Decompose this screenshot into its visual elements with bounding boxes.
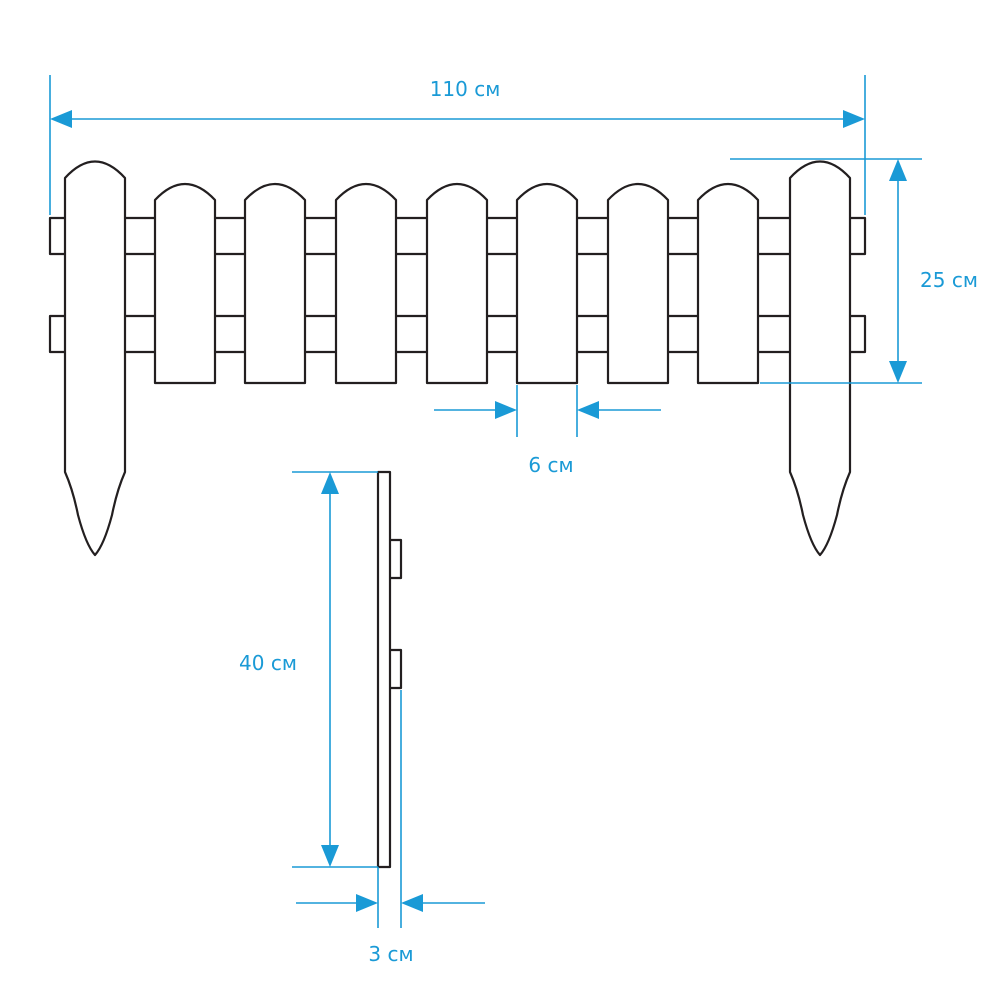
fence-side-view [376, 470, 403, 869]
picket [515, 183, 579, 385]
arrow-right-icon [356, 894, 378, 912]
picket [153, 183, 217, 385]
picket [696, 183, 760, 385]
picket-width-label: 6 см [528, 453, 573, 477]
arrow-up-icon [321, 472, 339, 494]
total-width-label: 110 см [430, 77, 501, 101]
dimension-overall-height: 40 см [239, 471, 378, 868]
arrow-down-icon [321, 845, 339, 867]
arrow-left-icon [401, 894, 423, 912]
dimension-total-width: 110 см [49, 75, 866, 215]
picket [243, 183, 307, 385]
picket [606, 183, 670, 385]
arrow-left-icon [577, 401, 599, 419]
picket [425, 183, 489, 385]
dimension-picket-width: 6 см [434, 385, 661, 477]
picket [334, 183, 398, 385]
right-end-post [788, 160, 852, 557]
thickness-label: 3 см [368, 942, 413, 966]
side-board [376, 470, 392, 869]
arrow-right-icon [843, 110, 865, 128]
short-pickets [153, 183, 760, 385]
left-end-post [63, 160, 127, 557]
arrow-right-icon [495, 401, 517, 419]
picket-height-label: 25 см [920, 268, 978, 292]
fence-front-view [48, 160, 867, 557]
arrow-up-icon [889, 159, 907, 181]
overall-height-label: 40 см [239, 651, 297, 675]
arrow-down-icon [889, 361, 907, 383]
dimension-picket-height: 25 см [730, 158, 978, 384]
dimension-thickness: 3 см [296, 690, 485, 966]
arrow-left-icon [50, 110, 72, 128]
